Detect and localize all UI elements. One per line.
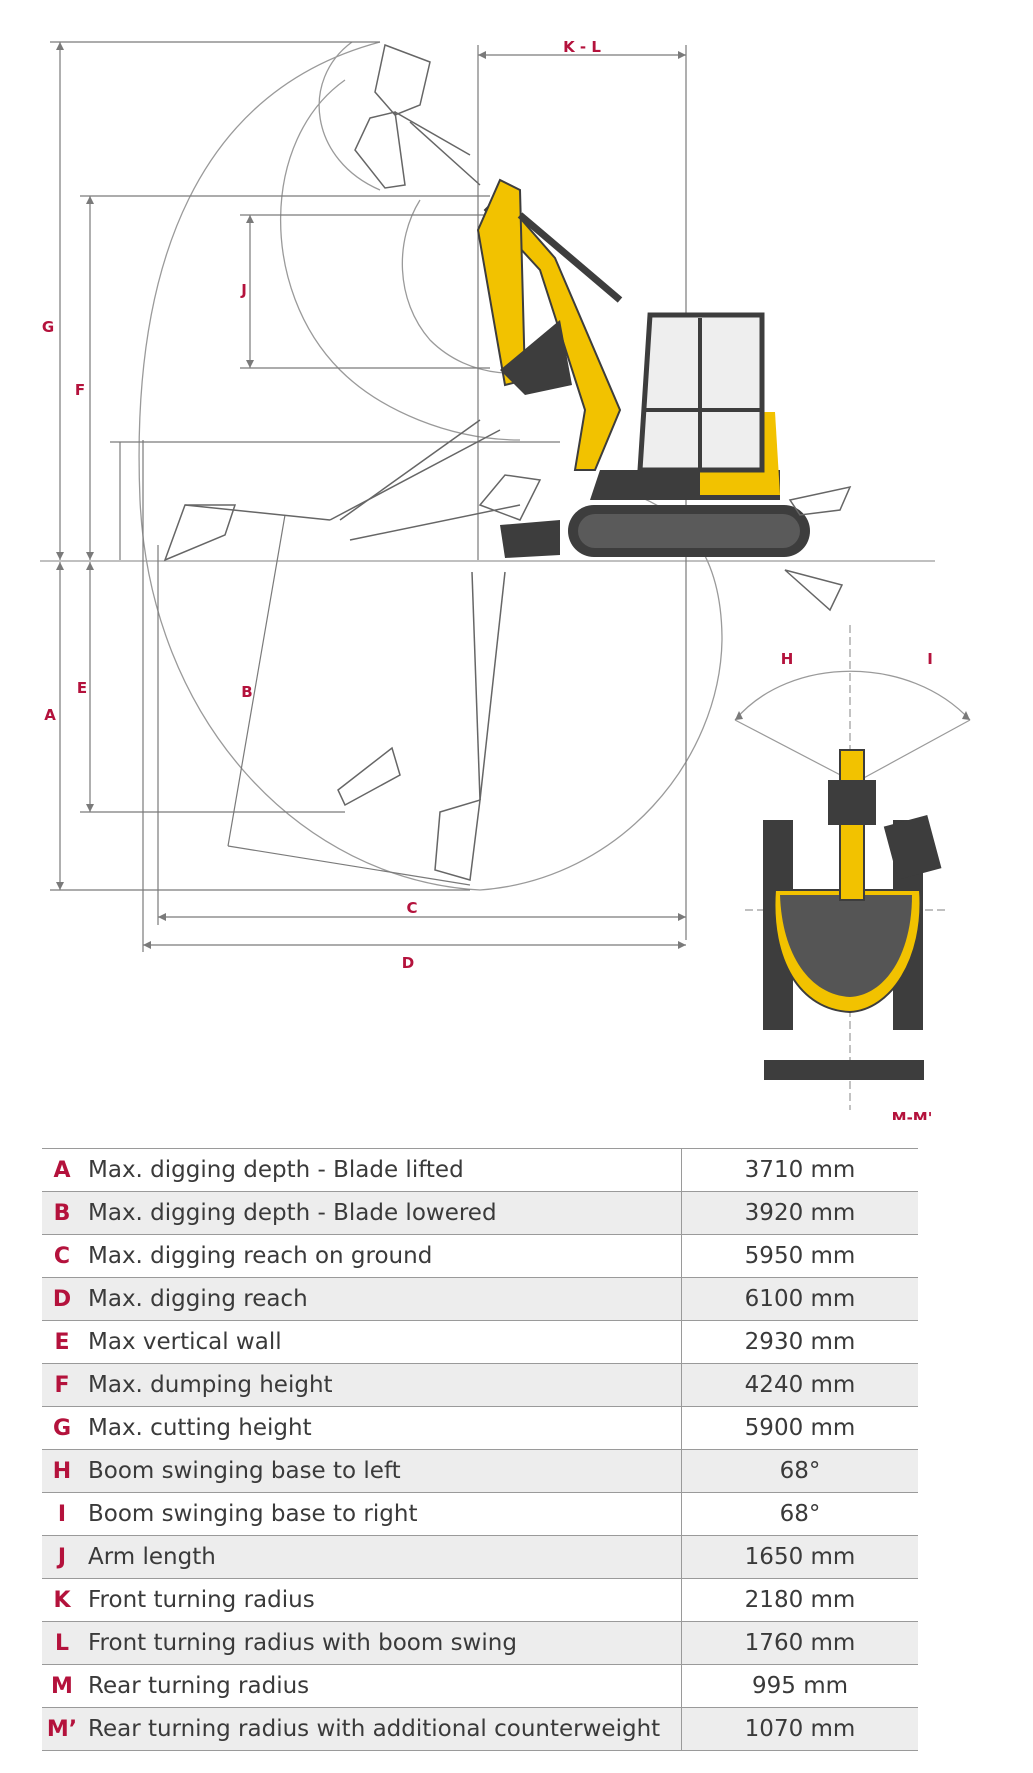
dimension-letters: K - L G F J A E B C D H I M-M'	[42, 38, 933, 1120]
spec-value: 2930 mm	[681, 1320, 918, 1364]
spec-value: 2180 mm	[681, 1578, 918, 1622]
label-h: H	[781, 650, 794, 668]
spec-value: 6100 mm	[681, 1277, 918, 1321]
working-range-arcs	[138, 41, 723, 891]
spec-code: J	[42, 1535, 82, 1579]
spec-row: M’Rear turning radius with additional co…	[42, 1707, 918, 1751]
spec-value: 995 mm	[681, 1664, 918, 1708]
spec-value: 5900 mm	[681, 1406, 918, 1450]
spec-label: Max vertical wall	[82, 1320, 682, 1364]
label-c: C	[406, 899, 417, 917]
spec-value: 68°	[681, 1449, 918, 1493]
spec-label: Rear turning radius	[82, 1664, 682, 1708]
spec-label: Max. digging depth - Blade lowered	[82, 1191, 682, 1235]
spec-value: 5950 mm	[681, 1234, 918, 1278]
spec-label: Boom swinging base to left	[82, 1449, 682, 1493]
excavator-side-view	[476, 178, 852, 612]
spec-value: 68°	[681, 1492, 918, 1536]
spec-label: Front turning radius	[82, 1578, 682, 1622]
label-k-l: K - L	[563, 38, 601, 56]
spec-code: C	[42, 1234, 82, 1278]
spec-code: D	[42, 1277, 82, 1321]
label-a: A	[44, 706, 56, 724]
spec-code: M	[42, 1664, 82, 1708]
spec-label: Max. dumping height	[82, 1363, 682, 1407]
label-d: D	[402, 954, 414, 972]
label-f: F	[75, 381, 85, 399]
spec-label: Boom swinging base to right	[82, 1492, 682, 1536]
spec-label: Arm length	[82, 1535, 682, 1579]
spec-code: H	[42, 1449, 82, 1493]
excavator-dimension-diagram: K - L G F J A E B C D H I M-M'	[40, 38, 971, 1120]
spec-value: 1760 mm	[681, 1621, 918, 1665]
spec-value: 3920 mm	[681, 1191, 918, 1235]
spec-code: L	[42, 1621, 82, 1665]
spec-code: I	[42, 1492, 82, 1536]
spec-label: Max. cutting height	[82, 1406, 682, 1450]
label-g: G	[42, 318, 54, 336]
spec-code: F	[42, 1363, 82, 1407]
bucket-position-outlines	[163, 43, 542, 881]
spec-code: A	[42, 1148, 82, 1192]
spec-value: 1650 mm	[681, 1535, 918, 1579]
spec-code: M’	[42, 1707, 82, 1751]
spec-code: B	[42, 1191, 82, 1235]
label-m-m-prime: M-M'	[892, 1109, 933, 1120]
spec-label: Max. digging depth - Blade lifted	[82, 1148, 682, 1192]
spec-label: Max. digging reach	[82, 1277, 682, 1321]
dimension-arrowheads	[56, 42, 686, 949]
spec-value: 3710 mm	[681, 1148, 918, 1192]
spec-label: Rear turning radius with additional coun…	[82, 1707, 682, 1751]
label-b: B	[241, 683, 252, 701]
spec-code: G	[42, 1406, 82, 1450]
spec-label: Front turning radius with boom swing	[82, 1621, 682, 1665]
label-e: E	[77, 679, 87, 697]
label-i: I	[927, 650, 933, 668]
dimension-lines	[50, 41, 687, 952]
spec-code: E	[42, 1320, 82, 1364]
spec-value: 4240 mm	[681, 1363, 918, 1407]
spec-value: 1070 mm	[681, 1707, 918, 1751]
spec-label: Max. digging reach on ground	[82, 1234, 682, 1278]
spec-code: K	[42, 1578, 82, 1622]
excavator-top-view	[734, 625, 971, 1110]
label-j: J	[240, 281, 247, 299]
